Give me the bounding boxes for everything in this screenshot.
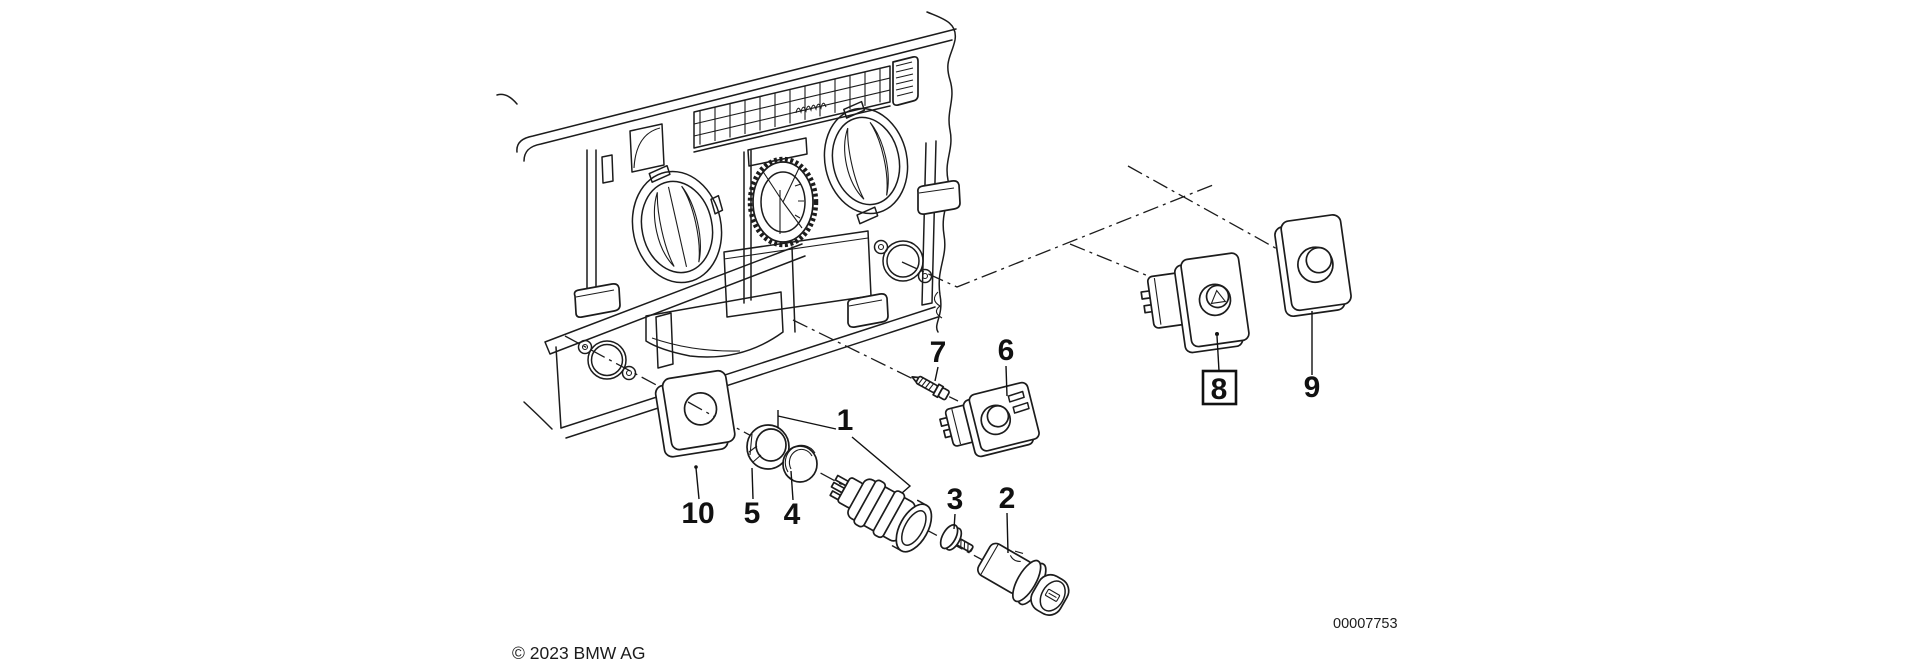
right-air-vent <box>823 100 909 225</box>
part-9-blank-switch <box>1274 214 1352 318</box>
part-label-6: 6 <box>998 334 1015 367</box>
part-label-10: 10 <box>681 497 714 530</box>
left-air-vent <box>631 164 724 284</box>
part-label-7: 7 <box>930 336 947 369</box>
part-7-screw <box>911 375 950 401</box>
part-label-2: 2 <box>999 482 1016 515</box>
part-label-4: 4 <box>784 498 801 531</box>
part-label-8-box: 8 <box>1201 369 1238 406</box>
part-label-3: 3 <box>947 483 964 516</box>
switch-hole-flange <box>873 239 933 284</box>
part-label-1: 1 <box>837 404 854 437</box>
part-3-nut <box>939 523 974 553</box>
copyright-text: © 2023 BMW AG <box>512 643 646 663</box>
heater-knob <box>747 156 819 248</box>
leader-lines <box>694 311 1313 554</box>
part-8-hazard-switch <box>1140 252 1250 354</box>
part-4-spring <box>782 444 818 483</box>
part-label-8: 8 <box>1211 373 1228 406</box>
lighter-hole-flange <box>577 339 637 381</box>
part-label-5: 5 <box>744 497 761 530</box>
part-10-trim-plate <box>654 369 736 458</box>
part-label-9: 9 <box>1304 371 1321 404</box>
part-2-lighter-element <box>977 542 1070 616</box>
part-6-switch <box>939 381 1040 458</box>
dashboard-drawing <box>496 11 961 439</box>
document-number: 00007753 <box>1333 616 1398 632</box>
part-1-lighter-socket <box>829 474 933 553</box>
part-5-ring <box>746 424 790 470</box>
